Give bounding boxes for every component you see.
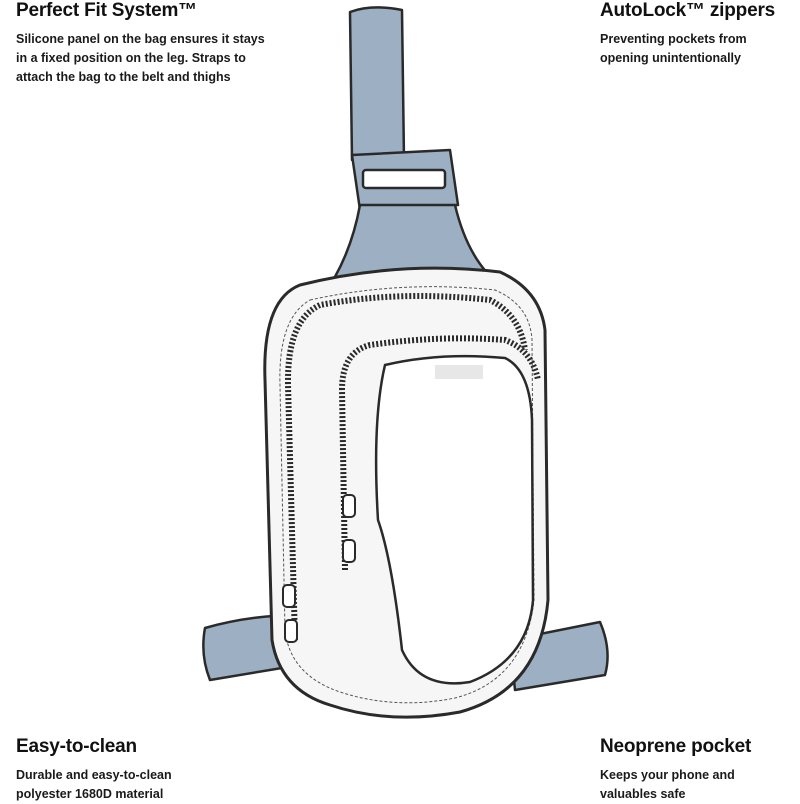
- description-line: Keeps your phone and: [600, 768, 735, 782]
- description-line: Preventing pockets from: [600, 32, 747, 46]
- feature-easy-clean: Easy-to-clean Durable and easy-to-clean …: [16, 736, 172, 804]
- feature-perfect-fit: Perfect Fit System™ Silicone panel on th…: [16, 0, 265, 87]
- zipper-pull: [282, 584, 296, 608]
- buckle: [361, 168, 447, 190]
- feature-title: Easy-to-clean: [16, 736, 137, 757]
- feature-description: Keeps your phone and valuables safe: [600, 766, 751, 804]
- description-line: valuables safe: [600, 787, 686, 801]
- outer-zipper: [284, 293, 528, 641]
- neoprene-pocket: [374, 354, 535, 685]
- zipper-pull: [284, 619, 298, 643]
- feature-description: Preventing pockets from opening unintent…: [600, 30, 775, 68]
- blurred-logo: [435, 365, 483, 379]
- inner-zipper: [338, 335, 541, 571]
- feature-title: Neoprene pocket: [600, 736, 752, 757]
- description-line: in a fixed position on the leg. Straps t…: [16, 51, 246, 65]
- feature-autolock: AutoLock™ zippers Preventing pockets fro…: [600, 0, 775, 68]
- feature-description: Durable and easy-to-clean polyester 1680…: [16, 766, 172, 804]
- description-line: Durable and easy-to-clean: [16, 768, 172, 782]
- description-line: opening unintentionally: [600, 51, 741, 65]
- feature-title: Perfect Fit System™: [16, 0, 197, 21]
- zipper-pull: [342, 494, 356, 518]
- description-line: Silicone panel on the bag ensures it sta…: [16, 32, 265, 46]
- belt-strap: [348, 6, 406, 162]
- description-line: attach the bag to the belt and thighs: [16, 70, 231, 84]
- zipper-pull: [342, 539, 356, 563]
- description-line: polyester 1680D material: [16, 787, 164, 801]
- feature-neoprene: Neoprene pocket Keeps your phone and val…: [600, 736, 751, 804]
- feature-description: Silicone panel on the bag ensures it sta…: [16, 30, 265, 87]
- feature-title: AutoLock™ zippers: [600, 0, 776, 21]
